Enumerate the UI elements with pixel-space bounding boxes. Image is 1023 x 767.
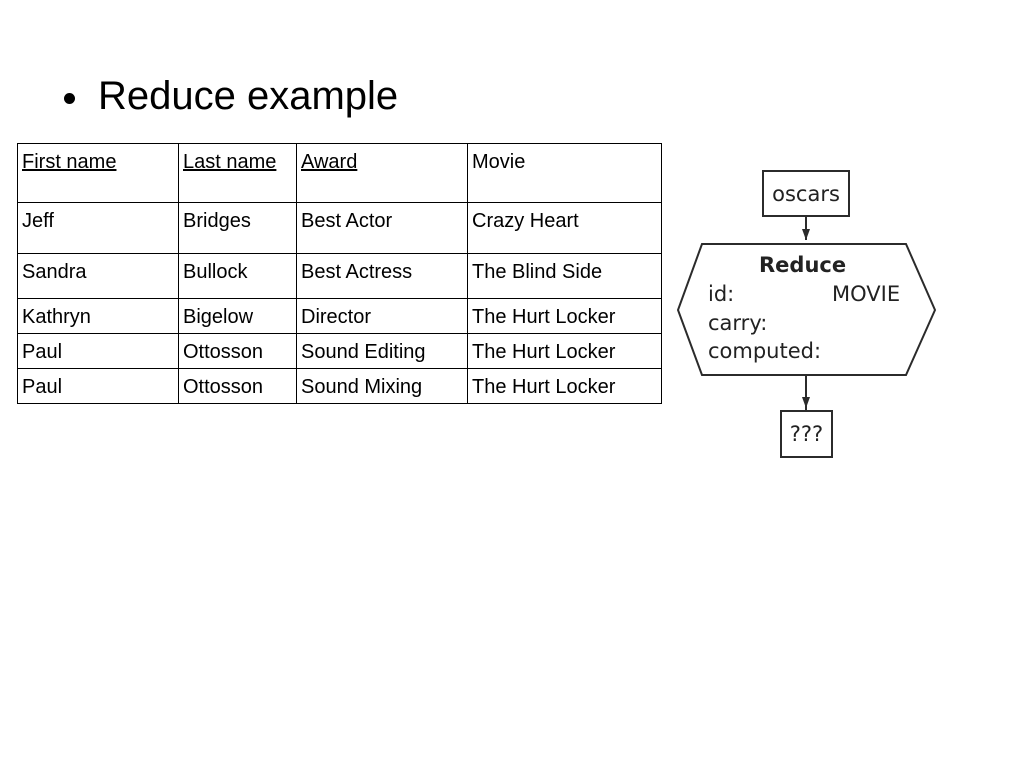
oscars-table: First name Last name Award Movie Jeff Br… <box>17 143 662 404</box>
reduce-computed-label: computed: <box>708 339 822 363</box>
table-header-row: First name Last name Award Movie <box>17 143 662 203</box>
table-cell: Sound Editing <box>296 333 468 369</box>
header-award: Award <box>301 151 358 173</box>
table-row: Kathryn Bigelow Director The Hurt Locker <box>17 298 662 334</box>
reduce-hexagon <box>676 243 937 376</box>
reduce-node-title: Reduce <box>759 253 847 277</box>
table-cell: The Blind Side <box>467 253 662 299</box>
table-cell: Kathryn <box>17 298 179 334</box>
table-cell: Sound Mixing <box>296 368 468 404</box>
table-cell: Ottosson <box>178 368 297 404</box>
table-cell: Best Actress <box>296 253 468 299</box>
header-cell: Movie <box>467 143 662 203</box>
reduce-carry-label: carry: <box>708 311 768 335</box>
table-cell: Bigelow <box>178 298 297 334</box>
table-cell: Ottosson <box>178 333 297 369</box>
reduce-id-label: id: <box>708 282 735 306</box>
arrowhead-top-icon <box>802 229 810 240</box>
input-node-oscars: oscars <box>762 170 850 217</box>
table-cell: The Hurt Locker <box>467 298 662 334</box>
reduce-diagram: oscars Reduce id: MOVIE carry: computed:… <box>670 160 950 470</box>
header-first-name: First name <box>22 151 117 173</box>
table-cell: Bullock <box>178 253 297 299</box>
header-last-name: Last name <box>183 151 277 173</box>
header-movie: Movie <box>472 151 526 173</box>
table-cell: The Hurt Locker <box>467 333 662 369</box>
table-cell: Best Actor <box>296 202 468 254</box>
table-cell: Paul <box>17 333 179 369</box>
bullet-item: Reduce example <box>64 70 398 122</box>
table-cell: The Hurt Locker <box>467 368 662 404</box>
header-cell: Last name <box>178 143 297 203</box>
slide-title: Reduce example <box>98 74 399 118</box>
table-cell: Crazy Heart <box>467 202 662 254</box>
table-row: Paul Ottosson Sound Editing The Hurt Loc… <box>17 333 662 369</box>
table-row: Sandra Bullock Best Actress The Blind Si… <box>17 253 662 299</box>
header-cell: First name <box>17 143 179 203</box>
reduce-id-value: MOVIE <box>832 282 901 306</box>
output-node-result: ??? <box>780 410 833 458</box>
table-row: Paul Ottosson Sound Mixing The Hurt Lock… <box>17 368 662 404</box>
table-row: Jeff Bridges Best Actor Crazy Heart <box>17 202 662 254</box>
table-cell: Paul <box>17 368 179 404</box>
table-cell: Sandra <box>17 253 179 299</box>
diagram-connectors <box>676 217 937 410</box>
table-cell: Bridges <box>178 202 297 254</box>
arrowhead-bottom-icon <box>802 397 810 408</box>
header-cell: Award <box>296 143 468 203</box>
bullet-dot-icon <box>64 92 75 104</box>
table-cell: Jeff <box>17 202 179 254</box>
table-cell: Director <box>296 298 468 334</box>
